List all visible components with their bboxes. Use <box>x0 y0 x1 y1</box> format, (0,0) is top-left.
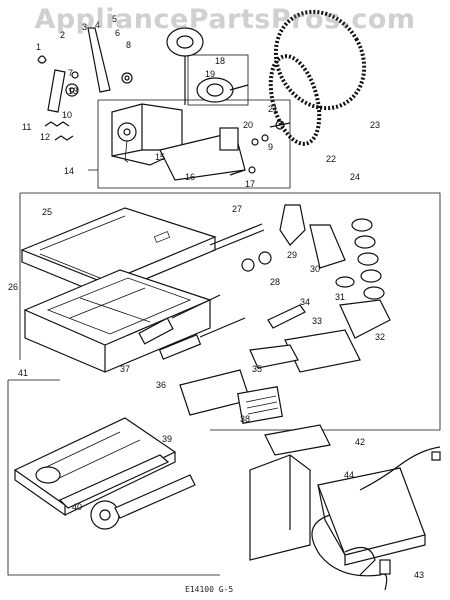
callout-19: 19 <box>205 69 215 79</box>
callout-labels: 1 2 3 4 5 6 7 8 9 10 11 12 13 14 15 16 1… <box>8 14 424 580</box>
callout-5: 5 <box>112 14 117 24</box>
callout-42: 42 <box>355 437 365 447</box>
callout-16: 16 <box>185 172 195 182</box>
callout-31: 31 <box>335 292 345 302</box>
callout-38: 38 <box>240 414 250 424</box>
callout-10: 10 <box>62 110 72 120</box>
callout-24: 24 <box>350 172 360 182</box>
callout-18: 18 <box>215 56 225 66</box>
buttonhole-kit-group <box>7 379 220 576</box>
accessory-kit-group <box>19 192 441 431</box>
callout-44: 44 <box>344 470 354 480</box>
callout-28: 28 <box>270 277 280 287</box>
callout-26: 26 <box>8 282 18 292</box>
callout-1: 1 <box>36 42 41 52</box>
callout-36: 36 <box>156 380 166 390</box>
callout-8: 8 <box>126 40 131 50</box>
callout-34: 34 <box>300 297 310 307</box>
belts-group <box>268 9 367 146</box>
callout-41: 41 <box>18 368 28 378</box>
callout-20: 20 <box>243 120 253 130</box>
callout-29: 29 <box>287 250 297 260</box>
callout-33: 33 <box>312 316 322 326</box>
callout-2: 2 <box>60 30 65 40</box>
callout-25: 25 <box>42 207 52 217</box>
small-parts-group <box>37 27 133 141</box>
callout-11: 11 <box>22 122 31 132</box>
callout-37: 37 <box>120 364 130 374</box>
motor-assembly-group <box>88 27 291 189</box>
callout-35: 35 <box>252 364 262 374</box>
callout-6: 6 <box>115 28 120 38</box>
callout-9: 9 <box>268 142 273 152</box>
callout-39: 39 <box>162 434 172 444</box>
callout-40: 40 <box>72 502 82 512</box>
callout-12: 12 <box>40 132 50 142</box>
callout-27: 27 <box>232 204 242 214</box>
callout-15: 15 <box>155 152 165 162</box>
foot-control-group <box>249 424 441 591</box>
callout-32: 32 <box>375 332 385 342</box>
callout-4: 4 <box>95 20 100 30</box>
callout-3: 3 <box>82 22 87 32</box>
callout-7: 7 <box>68 68 73 78</box>
callout-17: 17 <box>245 179 255 189</box>
callout-23: 23 <box>370 120 380 130</box>
callout-22: 22 <box>326 154 336 164</box>
callout-14: 14 <box>64 166 74 176</box>
footer-code: E14100 G-5 <box>185 585 234 594</box>
callout-43: 43 <box>414 570 424 580</box>
callout-21: 21 <box>268 104 278 114</box>
callout-30: 30 <box>310 264 320 274</box>
callout-13: 13 <box>68 86 78 96</box>
